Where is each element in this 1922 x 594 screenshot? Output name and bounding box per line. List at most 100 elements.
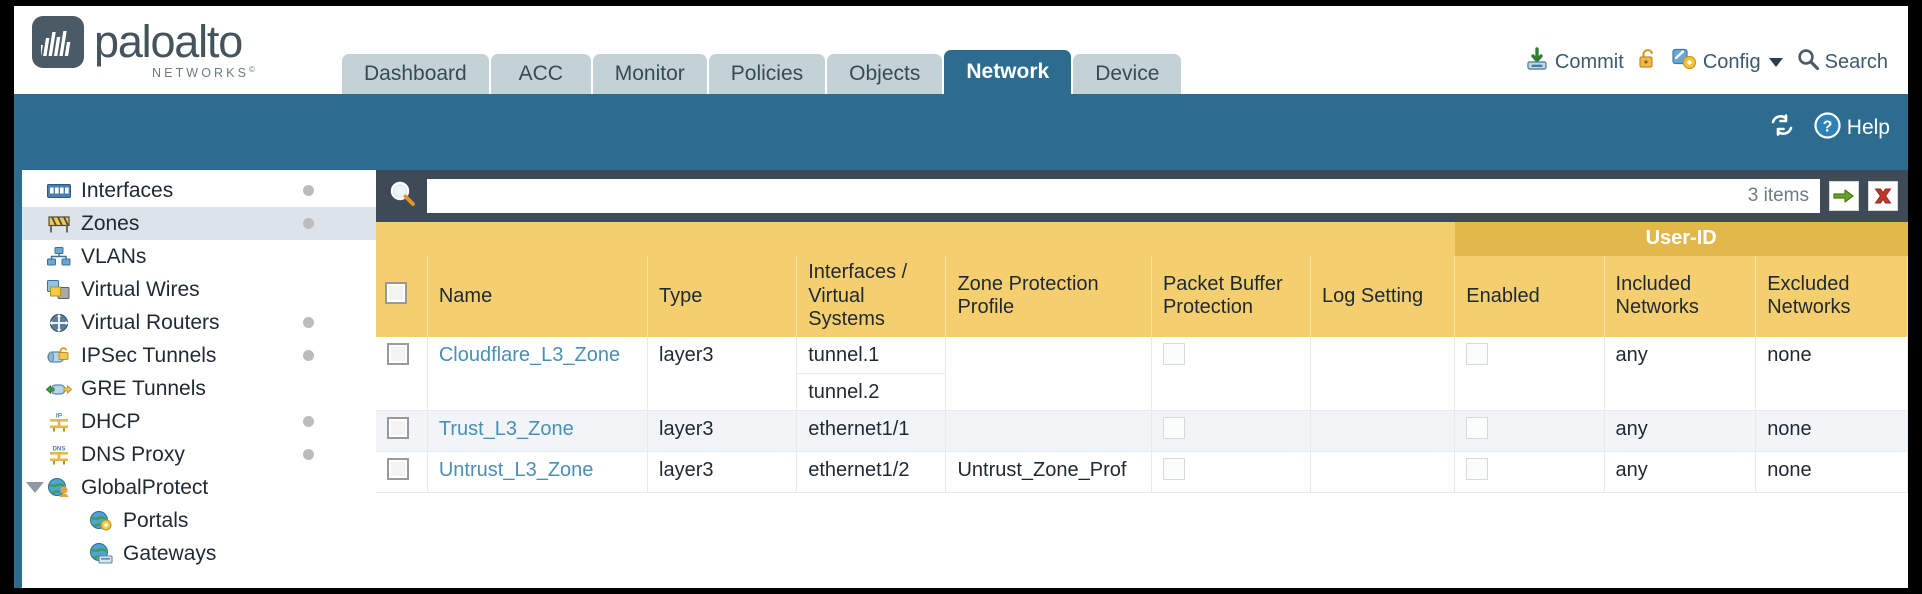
zones-icon [46,213,72,235]
sidebar-item-label: GRE Tunnels [81,377,206,400]
sidebar-item-dhcp[interactable]: IP DHCP [22,405,376,438]
table-row[interactable]: Untrust_L3_Zone layer3 ethernet1/2 Untru… [376,451,1908,493]
col-header-excluded-networks[interactable]: Excluded Networks [1755,256,1908,337]
userid-enabled-checkbox[interactable] [1466,457,1489,480]
expander-triangle-icon[interactable] [26,482,44,493]
row-checkbox[interactable] [387,342,409,365]
body: Interfaces Zones [14,162,1908,588]
cell-name[interactable]: Trust_L3_Zone [427,410,649,452]
col-header-name[interactable]: Name [427,256,649,337]
cell-interfaces: tunnel.1 tunnel.2 [796,336,947,411]
portals-icon [88,510,114,532]
tab-objects[interactable]: Objects [827,54,943,94]
cell-packet-buffer-protection[interactable] [1151,410,1311,452]
select-all-header[interactable] [376,256,428,337]
sidebar-item-label: Zones [81,212,140,235]
col-header-enabled[interactable]: Enabled [1454,256,1605,337]
cell-name[interactable]: Untrust_L3_Zone [427,451,649,493]
col-header-interfaces[interactable]: Interfaces / Virtual Systems [796,256,947,337]
sidebar-item-gre-tunnels[interactable]: GRE Tunnels [22,372,376,405]
svg-text:IP: IP [56,412,63,419]
col-header-log-setting[interactable]: Log Setting [1310,256,1456,337]
chevron-down-icon [1768,57,1783,67]
sidebar-item-virtual-wires[interactable]: Virtual Wires [22,273,376,306]
sidebar-item-label: Virtual Routers [81,311,220,334]
cell-zone-protection-profile [945,410,1152,452]
zone-name-link[interactable]: Untrust_L3_Zone [438,458,594,481]
row-select-cell[interactable] [376,410,428,452]
cell-name[interactable]: Cloudflare_L3_Zone [427,336,649,411]
tab-dashboard[interactable]: Dashboard [342,54,489,94]
dns-proxy-icon: DNS [46,444,72,466]
table-row[interactable]: Cloudflare_L3_Zone layer3 tunnel.1 tunne… [376,336,1908,411]
tab-monitor[interactable]: Monitor [592,54,707,94]
row-select-cell[interactable] [376,451,428,493]
cell-excluded-networks: none [1755,451,1908,493]
sidebar-item-interfaces[interactable]: Interfaces [22,174,376,207]
cell-userid-enabled[interactable] [1454,336,1605,411]
commit-icon [1524,46,1550,78]
tab-policies[interactable]: Policies [708,54,826,94]
sidebar-item-gateways[interactable]: Gateways [22,537,376,570]
search-input-wrapper[interactable]: 3 items [427,179,1820,213]
sidebar-item-label: VLANs [81,245,147,268]
sidebar-item-dns-proxy[interactable]: DNS DNS Proxy [22,438,376,471]
items-count-label: 3 items [1747,185,1809,206]
interface-entry: tunnel.2 [808,380,880,403]
sidebar-item-portals[interactable]: Portals [22,504,376,537]
row-checkbox[interactable] [387,457,409,480]
status-dot [303,350,314,361]
cell-excluded-networks: none [1755,410,1908,452]
cell-zone-protection-profile: Untrust_Zone_Prof [945,451,1152,493]
packet-buffer-protection-checkbox[interactable] [1162,416,1185,439]
commit-button[interactable]: Commit [1524,46,1624,78]
sidebar-item-globalprotect[interactable]: GlobalProtect [22,471,376,504]
search-icon [388,179,418,214]
cell-userid-enabled[interactable] [1454,451,1605,493]
virtual-routers-icon [46,312,72,334]
group-header-userid: User-ID [1454,222,1908,256]
apply-filter-button[interactable] [1829,181,1859,211]
sidebar-item-zones[interactable]: Zones [22,207,376,240]
main-nav-tabs: Dashboard ACC Monitor Policies Objects N… [342,6,1182,94]
col-header-zone-protection-profile[interactable]: Zone Protection Profile [945,256,1152,337]
filter-bar: 3 items [376,170,1908,222]
row-checkbox[interactable] [387,416,409,439]
zone-name-link[interactable]: Cloudflare_L3_Zone [438,343,621,366]
userid-enabled-checkbox[interactable] [1466,416,1489,439]
col-header-packet-buffer-protection[interactable]: Packet Buffer Protection [1151,256,1311,337]
cell-packet-buffer-protection[interactable] [1151,451,1311,493]
zone-name-link[interactable]: Trust_L3_Zone [438,417,574,440]
userid-enabled-checkbox[interactable] [1466,342,1489,365]
row-select-cell[interactable] [376,336,428,411]
tab-acc[interactable]: ACC [490,54,591,94]
select-all-checkbox[interactable] [385,282,407,305]
help-icon: ? [1814,111,1841,145]
cell-type: layer3 [647,451,798,493]
cell-userid-enabled[interactable] [1454,410,1605,452]
ipsec-tunnels-icon [46,345,72,367]
group-header-row: User-ID [376,222,1908,256]
col-header-type[interactable]: Type [647,256,798,337]
packet-buffer-protection-checkbox[interactable] [1162,457,1185,480]
sidebar-item-virtual-routers[interactable]: Virtual Routers [22,306,376,339]
refresh-button[interactable] [1768,112,1796,144]
sidebar-item-ipsec-tunnels[interactable]: IPSec Tunnels [22,339,376,372]
tab-device[interactable]: Device [1073,54,1182,94]
cell-packet-buffer-protection[interactable] [1151,336,1311,411]
config-menu[interactable]: Config [1672,47,1783,77]
sidebar-item-vlans[interactable]: VLANs [22,240,376,273]
help-button[interactable]: ? Help [1814,111,1890,145]
sub-header-band: ? Help [14,94,1908,162]
col-header-included-networks[interactable]: Included Networks [1604,256,1757,337]
table-row[interactable]: Trust_L3_Zone layer3 ethernet1/1 [376,410,1908,452]
search-button[interactable]: Search [1796,47,1888,77]
tab-network[interactable]: Network [944,50,1072,94]
gre-tunnels-icon [46,378,72,400]
brand-row: paloalto [32,15,243,68]
lock-button[interactable] [1637,47,1659,77]
search-input[interactable] [428,180,1742,212]
packet-buffer-protection-checkbox[interactable] [1162,342,1185,365]
clear-filter-button[interactable] [1868,181,1898,211]
